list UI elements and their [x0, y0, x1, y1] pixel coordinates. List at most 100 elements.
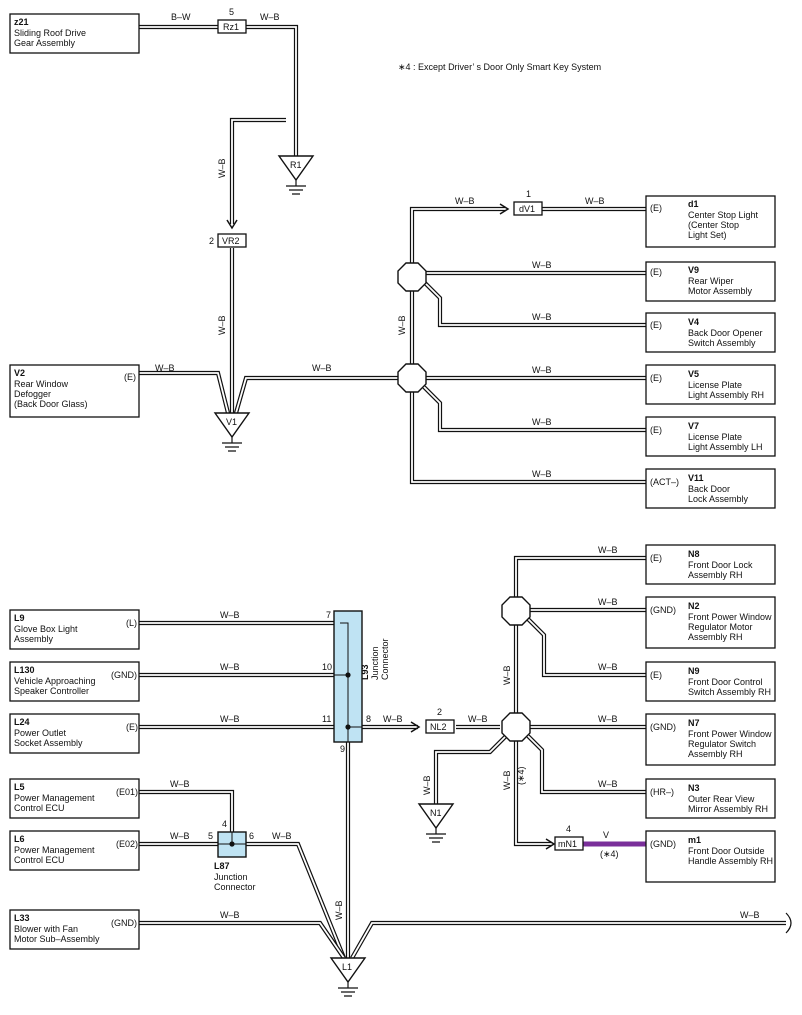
connector-dV1: dV1 1	[513, 189, 543, 216]
svg-text:(HR–): (HR–)	[650, 787, 674, 797]
svg-text:Regulator Switch: Regulator Switch	[688, 739, 756, 749]
svg-text:(E): (E)	[650, 203, 662, 213]
svg-text:Outer Rear View: Outer Rear View	[688, 794, 755, 804]
svg-text:W–B: W–B	[217, 315, 227, 335]
svg-text:W–B: W–B	[502, 665, 512, 685]
svg-text:W–B: W–B	[220, 662, 240, 672]
svg-text:W–B: W–B	[455, 196, 475, 206]
svg-text:10: 10	[322, 662, 332, 672]
svg-text:Motor Assembly: Motor Assembly	[688, 286, 753, 296]
svg-text:Front Door Lock: Front Door Lock	[688, 560, 753, 570]
svg-text:(∗4): (∗4)	[600, 849, 619, 859]
svg-text:N2: N2	[688, 601, 700, 611]
svg-text:Front Power Window: Front Power Window	[688, 729, 772, 739]
svg-text:W–B: W–B	[217, 158, 227, 178]
component-L24: L24 Power Outlet Socket Assembly (E)	[14, 717, 138, 748]
svg-text:(∗4): (∗4)	[516, 766, 526, 785]
svg-text:Light Assembly LH: Light Assembly LH	[688, 442, 763, 452]
svg-text:L87: L87	[214, 861, 230, 871]
svg-text:W–B: W–B	[397, 315, 407, 335]
svg-text:Handle Assembly RH: Handle Assembly RH	[688, 856, 773, 866]
svg-text:W–B: W–B	[532, 469, 552, 479]
svg-text:6: 6	[249, 831, 254, 841]
svg-text:7: 7	[326, 610, 331, 620]
svg-text:(E): (E)	[126, 722, 138, 732]
svg-text:Junction: Junction	[214, 872, 248, 882]
ground-R1: R1	[277, 155, 315, 195]
svg-text:Motor Sub–Assembly: Motor Sub–Assembly	[14, 934, 100, 944]
svg-text:Light Assembly RH: Light Assembly RH	[688, 390, 764, 400]
svg-text:W–B: W–B	[532, 260, 552, 270]
svg-text:(E): (E)	[650, 373, 662, 383]
component-N8: (E) N8 Front Door Lock Assembly RH	[650, 549, 753, 580]
svg-text:Power Management: Power Management	[14, 845, 95, 855]
svg-text:W–B: W–B	[272, 831, 292, 841]
svg-text:W–B: W–B	[422, 775, 432, 795]
svg-text:Back Door: Back Door	[688, 484, 730, 494]
component-N9: (E) N9 Front Door Control Switch Assembl…	[650, 666, 771, 697]
svg-text:N1: N1	[430, 808, 442, 818]
connector-VR2: VR2 2	[209, 233, 247, 248]
ground-V1: V1	[213, 412, 251, 452]
svg-text:V1: V1	[226, 417, 237, 427]
wires-top	[139, 24, 646, 485]
junction-connector-L93: 7 10 11 8 9 L93 Junction Connector	[322, 610, 390, 754]
component-V7: (E) V7 License Plate Light Assembly LH	[650, 421, 763, 452]
svg-text:Front Power Window: Front Power Window	[688, 612, 772, 622]
pin-label: (E)	[124, 372, 136, 382]
svg-text:Power Management: Power Management	[14, 793, 95, 803]
wires-bottom	[139, 555, 792, 960]
svg-text:W–B: W–B	[532, 312, 552, 322]
component-V11: (ACT–) V11 Back Door Lock Assembly	[650, 473, 749, 504]
svg-text:L93: L93	[360, 664, 370, 680]
wire-break-symbol	[785, 912, 792, 934]
svg-text:Rear Wiper: Rear Wiper	[688, 276, 734, 286]
svg-text:Speaker Controller: Speaker Controller	[14, 686, 89, 696]
svg-text:Rz1: Rz1	[223, 22, 239, 32]
svg-text:R1: R1	[290, 160, 302, 170]
svg-text:W–B: W–B	[598, 779, 618, 789]
svg-text:Front Door Control: Front Door Control	[688, 677, 763, 687]
component-L130: L130 Vehicle Approaching Speaker Control…	[14, 665, 137, 696]
svg-text:V2: V2	[14, 368, 25, 378]
component-boxes	[9, 13, 776, 950]
component-L33: L33 Blower with Fan Motor Sub–Assembly (…	[14, 913, 137, 944]
svg-text:W–B: W–B	[598, 662, 618, 672]
svg-text:(GND): (GND)	[111, 670, 137, 680]
svg-text:W–B: W–B	[334, 900, 344, 920]
component-N3: (HR–) N3 Outer Rear View Mirror Assembly…	[650, 783, 768, 814]
svg-text:License Plate: License Plate	[688, 380, 742, 390]
component-N7: (GND) N7 Front Power Window Regulator Sw…	[650, 718, 772, 759]
svg-text:11: 11	[322, 714, 331, 724]
svg-text:(GND): (GND)	[650, 839, 676, 849]
svg-text:V5: V5	[688, 369, 699, 379]
svg-text:9: 9	[340, 744, 345, 754]
svg-text:Blower with Fan: Blower with Fan	[14, 924, 78, 934]
svg-text:W–B: W–B	[532, 417, 552, 427]
component-V5: (E) V5 License Plate Light Assembly RH	[650, 369, 764, 400]
svg-text:V: V	[603, 830, 609, 840]
svg-text:(GND): (GND)	[111, 918, 137, 928]
svg-text:Vehicle Approaching: Vehicle Approaching	[14, 676, 96, 686]
svg-text:2: 2	[209, 236, 214, 246]
arrow-heads	[226, 203, 556, 850]
component-d1: (E) d1 Center Stop Light (Center Stop Li…	[650, 199, 759, 240]
svg-text:B–W: B–W	[171, 12, 191, 22]
svg-text:Assembly RH: Assembly RH	[688, 632, 743, 642]
svg-text:L130: L130	[14, 665, 35, 675]
connector-mN1: mN1 4	[554, 824, 584, 851]
ground-N1: N1	[417, 803, 455, 843]
svg-text:Glove Box Light: Glove Box Light	[14, 624, 78, 634]
svg-text:W–B: W–B	[312, 363, 332, 373]
svg-text:dV1: dV1	[519, 204, 535, 214]
svg-text:(E01): (E01)	[116, 787, 138, 797]
svg-text:Assembly RH: Assembly RH	[688, 749, 743, 759]
svg-text:W–B: W–B	[532, 365, 552, 375]
svg-text:L6: L6	[14, 834, 25, 844]
splice-points	[397, 262, 531, 742]
svg-text:Control ECU: Control ECU	[14, 855, 65, 865]
connector-Rz1: Rz1 5	[217, 7, 247, 34]
footnote-star4: ∗4 : Except Driver’ s Door Only Smart Ke…	[398, 62, 601, 72]
svg-text:(L): (L)	[126, 618, 137, 628]
component-m1: (GND) m1 Front Door Outside Handle Assem…	[650, 835, 773, 866]
